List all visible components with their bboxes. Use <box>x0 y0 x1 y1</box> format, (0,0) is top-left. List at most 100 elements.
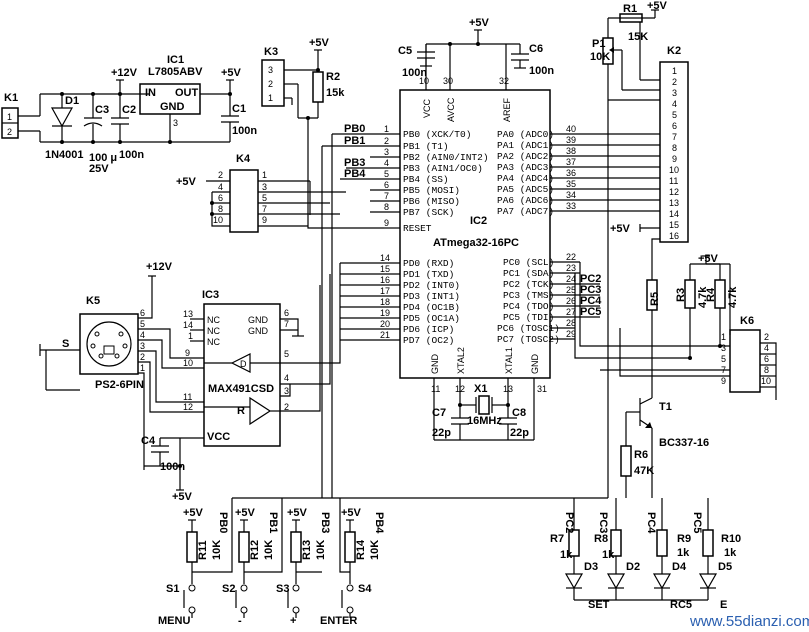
k6-pin-2: 2 <box>764 332 769 342</box>
svg-text:PB7 (SCK): PB7 (SCK) <box>403 207 454 218</box>
svg-text:PC2: PC2 <box>580 273 601 285</box>
svg-text:8: 8 <box>384 202 389 212</box>
resistor-r9 <box>656 529 668 557</box>
svg-text:19: 19 <box>380 308 390 318</box>
svg-text:RESET: RESET <box>403 223 432 234</box>
svg-text:PD1 (TXD): PD1 (TXD) <box>403 269 454 280</box>
ic3-pin-6: 6 <box>284 308 289 318</box>
rail-5v-label-s3: +5V <box>287 507 308 519</box>
k4-pin-3: 3 <box>262 182 267 192</box>
ps2-socket-icon <box>86 321 132 367</box>
ic3-nc-1: NC <box>207 315 220 325</box>
r7-ref: R7 <box>550 533 564 545</box>
svg-text:PA0 (ADC0): PA0 (ADC0) <box>497 129 554 140</box>
transceiver-ic3 <box>203 303 281 447</box>
k4-pin-7: 7 <box>262 204 267 214</box>
k2-pin-16: 16 <box>669 231 679 241</box>
resistor-r1 <box>619 13 643 23</box>
r1-value: 15K <box>628 31 648 43</box>
svg-text:PD5 (OC1A): PD5 (OC1A) <box>403 313 460 324</box>
r8-value: 1k <box>602 549 615 561</box>
c4-ref: C4 <box>141 435 156 447</box>
ic2-pin-31-num: 31 <box>537 384 547 394</box>
svg-text:18: 18 <box>380 297 390 307</box>
k4-pin-2: 2 <box>218 170 223 180</box>
s1-ref: S1 <box>166 583 179 595</box>
crystal-x1 <box>478 395 490 415</box>
k2-pin-10: 10 <box>669 165 679 175</box>
k2-pin-14: 14 <box>669 209 679 219</box>
ic1-pin-3: 3 <box>173 118 178 128</box>
d1-ref: D1 <box>65 95 79 107</box>
ic1-pin-out: OUT <box>175 87 199 99</box>
svg-text:PC4: PC4 <box>580 295 602 307</box>
s3-label: + <box>290 615 296 627</box>
svg-text:5: 5 <box>384 169 389 179</box>
ic3-nc-2: NC <box>207 326 220 336</box>
svg-text:2: 2 <box>384 136 389 146</box>
ic2-pin-30-num: 30 <box>443 76 453 86</box>
s2-label: - <box>238 615 242 627</box>
k5-pin-4: 4 <box>140 330 145 340</box>
c4-value: 100n <box>160 461 185 473</box>
k4-pin-5: 5 <box>262 193 267 203</box>
svg-text:PA4 (ADC4): PA4 (ADC4) <box>497 173 554 184</box>
svg-text:PA6 (ADC6): PA6 (ADC6) <box>497 195 554 206</box>
svg-text:PB1: PB1 <box>344 135 365 147</box>
resistor-r2 <box>312 71 324 103</box>
svg-text:PB3 (AIN1/OC0): PB3 (AIN1/OC0) <box>403 163 483 174</box>
power-supply-section: K1 1 2 D1 1N4001 C3 100 μ 25V C2 100n +1… <box>1 54 257 175</box>
svg-text:33: 33 <box>566 201 576 211</box>
svg-text:PC0 (SCL): PC0 (SCL) <box>503 257 554 268</box>
k2-ref: K2 <box>667 45 681 57</box>
r8-net: PC3 <box>597 512 609 533</box>
svg-text:PA3 (ADC3): PA3 (ADC3) <box>497 162 554 173</box>
r5-ref: R5 <box>649 292 661 306</box>
ic3-gnd-2: GND <box>248 326 269 336</box>
led-d5-icon <box>698 573 718 590</box>
rail-5v-label-ic1: +5V <box>221 67 242 79</box>
k2-pin-7: 7 <box>672 132 677 142</box>
c2-value: 100n <box>119 149 144 161</box>
k4-ref: K4 <box>236 153 251 165</box>
ic2-pin-13-num: 13 <box>503 384 513 394</box>
k2-pin-labels: 1 2 3 4 5 6 7 8 9 10 11 12 13 14 15 16 <box>669 66 679 241</box>
svg-text:PB0: PB0 <box>344 123 365 135</box>
rail-5v-label-k2: +5V <box>610 223 631 235</box>
k4-pin-10: 10 <box>213 215 223 225</box>
r6-ref: R6 <box>634 449 648 461</box>
svg-text:26: 26 <box>566 296 576 306</box>
svg-text:36: 36 <box>566 168 576 178</box>
s4-ref: S4 <box>358 583 372 595</box>
ic3-nc-3: NC <box>207 337 220 347</box>
ic3-rx-label: R <box>237 405 245 417</box>
rail-5v-label-r2: +5V <box>309 37 330 49</box>
key-s1-group: +5V R11 10K PB0 S1 MENU <box>158 498 233 627</box>
ic3-value: MAX491CSD <box>208 383 274 395</box>
ic1-pin-gnd: GND <box>160 101 185 113</box>
k2-pin-11: 11 <box>669 176 678 186</box>
svg-text:34: 34 <box>566 190 576 200</box>
ic2-body <box>399 89 551 379</box>
s3-ref: S3 <box>276 583 289 595</box>
resistor-r14 <box>344 531 356 563</box>
r12-net: PB1 <box>267 512 279 533</box>
ic2-pin-gnd-2: GND <box>530 354 540 375</box>
k6-pin-1: 1 <box>721 332 726 342</box>
ic1-ref: IC1 <box>167 54 184 66</box>
svg-text:20: 20 <box>380 319 390 329</box>
svg-text:PA1 (ADC1): PA1 (ADC1) <box>497 140 554 151</box>
